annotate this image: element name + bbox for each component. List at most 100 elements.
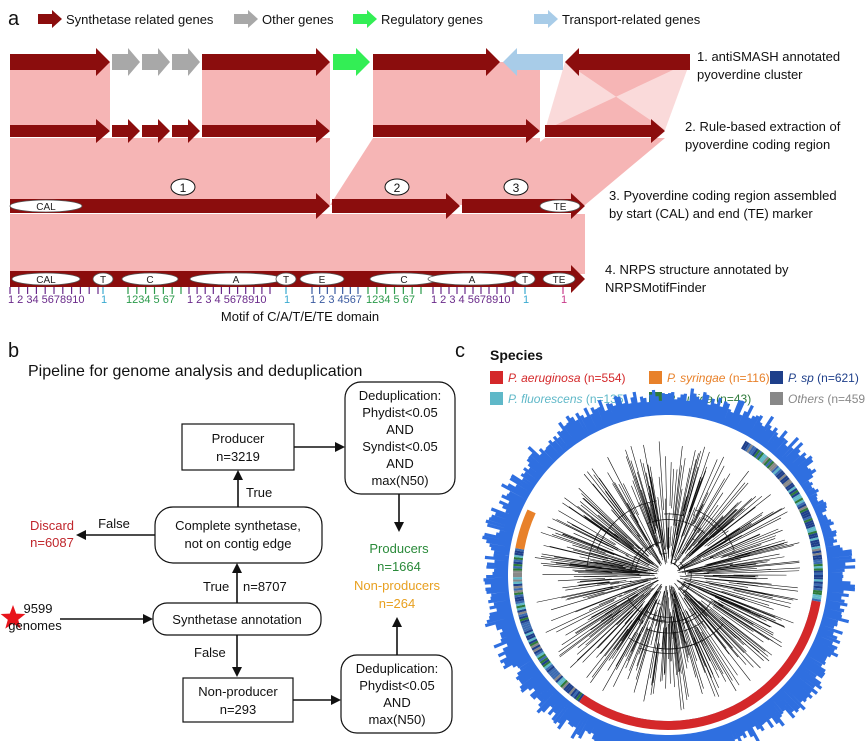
gene-arrow <box>10 48 110 76</box>
legend-arrow-icon <box>38 10 62 28</box>
species-ring-segment <box>512 589 523 594</box>
species-ring-segment <box>813 563 824 567</box>
species-ring-segment <box>786 483 796 492</box>
count-8707: n=8707 <box>243 579 287 594</box>
species-ring-segment <box>751 447 760 457</box>
star-icon <box>0 605 26 629</box>
producers-count: n=1664 <box>377 559 421 574</box>
te-marker-label: TE <box>554 202 567 213</box>
species-ring-segment <box>513 598 525 603</box>
discard-count: n=6087 <box>30 535 74 550</box>
module-label-3: 3 <box>513 181 520 195</box>
species-ring-segment <box>545 665 555 674</box>
species-ring-segment <box>812 550 823 554</box>
dedup1-line: AND <box>386 422 413 437</box>
species-ring-segment <box>785 481 795 490</box>
species-legend-title: Species <box>490 347 543 363</box>
nrps-bar-arrow <box>10 265 585 293</box>
species-ring-segment <box>523 628 534 635</box>
species-ring-segment <box>778 472 788 482</box>
panel-b-label: b <box>8 340 19 362</box>
module-badge <box>170 178 196 196</box>
species-ring-segment <box>796 500 807 508</box>
tree-arc <box>630 547 644 574</box>
dedup1-line: Syndist<0.05 <box>362 439 438 454</box>
domain-ellipse <box>92 272 114 286</box>
species-ring-segment <box>547 667 557 676</box>
species-swatch <box>490 392 503 405</box>
tree-arc <box>627 637 704 650</box>
tree-arc <box>644 541 662 551</box>
species-ring-segment <box>768 461 777 471</box>
species-swatch <box>649 371 662 384</box>
species-ring-segment <box>782 478 792 487</box>
species-ring-segment <box>760 454 769 464</box>
species-ring-segment <box>512 565 523 569</box>
row2-desc-line2: pyoverdine coding region <box>685 137 830 152</box>
species-ring-segment <box>801 511 812 518</box>
row2-arrows <box>10 119 665 143</box>
species-ring-segment <box>556 676 565 686</box>
panel-a-label: a <box>8 8 20 30</box>
tree-arc <box>635 545 654 571</box>
species-ring-segment <box>807 528 818 534</box>
species-ring-segment <box>562 682 571 692</box>
tree-arc <box>629 567 631 571</box>
legend-label: Other genes <box>262 12 334 27</box>
species-ring-segment <box>534 649 544 657</box>
species-ring-segment <box>771 464 780 474</box>
species-ring-segment <box>548 668 558 678</box>
producers-label: Producers <box>369 541 429 556</box>
species-ring-segment <box>515 604 526 609</box>
gene-arrow <box>332 193 460 219</box>
species-ring-segment <box>813 579 824 582</box>
species-ring-segment <box>571 689 580 699</box>
row2-desc-line1: 2. Rule-based extraction of <box>685 119 841 134</box>
species-ring-segment <box>512 581 523 585</box>
nonproducers-count: n=264 <box>379 596 416 611</box>
species-ring-segment <box>802 513 813 520</box>
species-ring-segment <box>512 587 523 591</box>
species-ring-segment <box>749 445 758 456</box>
species-ring-segment <box>807 530 819 536</box>
tree-arc <box>690 570 692 582</box>
species-ring-segment <box>806 525 817 532</box>
species-ring-segment <box>813 583 824 587</box>
species-ring-segment <box>813 585 824 589</box>
species-ring-segment <box>802 515 813 522</box>
species-ring-segment <box>808 532 819 538</box>
gene-arrow <box>112 119 140 143</box>
species-ring-segment <box>805 523 817 530</box>
species-ring-segment <box>813 570 824 573</box>
legend-arrow-icon <box>534 10 558 28</box>
tree-arc <box>703 517 719 532</box>
domain-label: C <box>400 275 407 286</box>
species-ring-segment <box>794 497 805 504</box>
domain-label: A <box>233 275 240 286</box>
species-ring-segment <box>512 570 523 573</box>
domain-ellipse <box>514 272 536 286</box>
legend-label: Synthetase related genes <box>66 12 214 27</box>
species-ring-segment <box>811 547 823 552</box>
species-ring-segment <box>518 616 529 622</box>
motif-numbers: 1 <box>284 294 290 306</box>
false-label-2: False <box>194 645 226 660</box>
domain-label: E <box>319 275 326 286</box>
row4-desc-line2: NRPSMotifFinder <box>605 280 707 295</box>
tree-arc <box>655 602 662 605</box>
species-ring-segment <box>512 561 523 565</box>
producer-label: Producer <box>212 431 265 446</box>
tree-arc <box>679 561 686 575</box>
species-ring-segment <box>765 458 774 468</box>
species-swatch <box>770 371 783 384</box>
domain-label: T <box>522 275 528 286</box>
species-ring-segment <box>517 612 528 618</box>
legend-arrow-icon <box>234 10 258 28</box>
species-ring-segment <box>528 640 539 648</box>
gene-arrow <box>142 48 170 76</box>
alignment-band <box>10 138 330 205</box>
panel-c: c Species P. aeruginosa (n=554)P. syring… <box>455 340 865 741</box>
species-ring-segment <box>799 507 810 514</box>
species-ring-segment <box>517 614 529 620</box>
domain-label: T <box>100 275 106 286</box>
